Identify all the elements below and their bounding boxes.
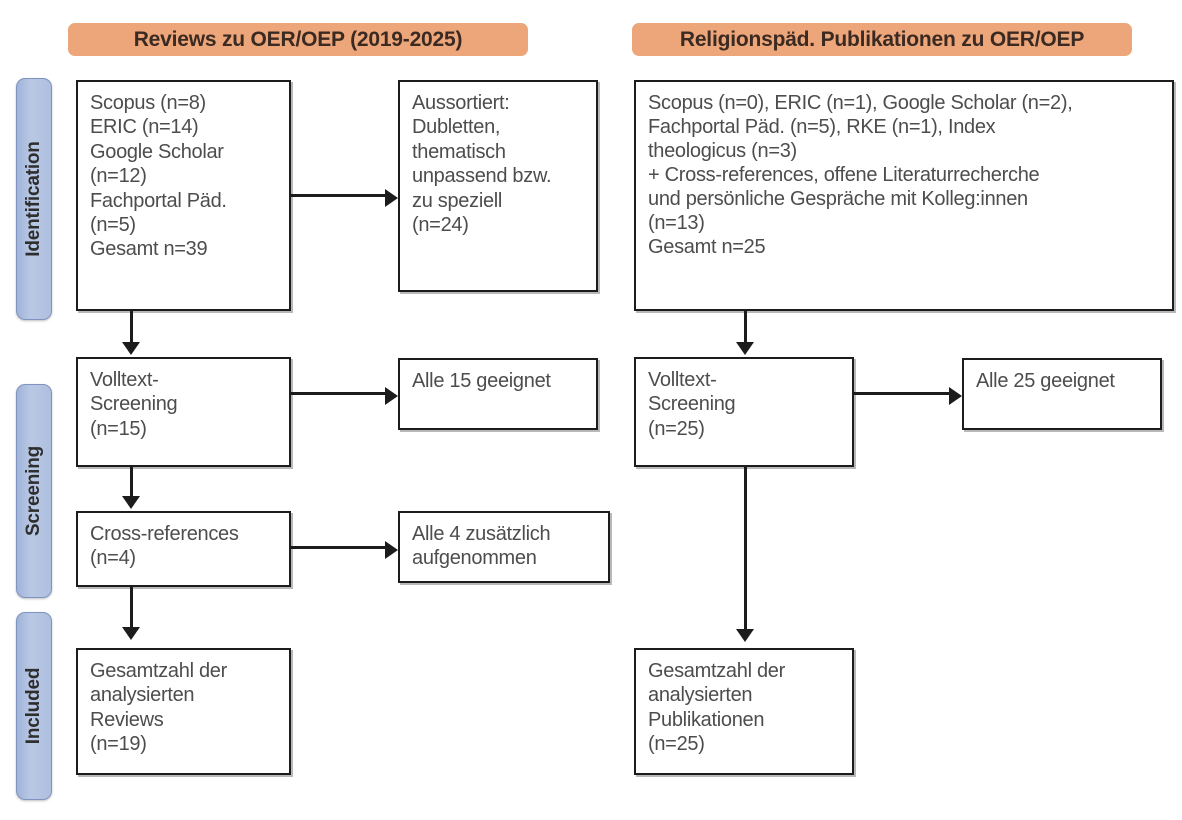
- box-left-sources: Scopus (n=8) ERIC (n=14) Google Scholar …: [76, 80, 291, 311]
- connector-left-sources-to-excluded: [291, 194, 385, 197]
- box-left-fulltext-screening: Volltext- Screening (n=15): [76, 357, 291, 467]
- arrowhead-left-crossrefs-to-result: [385, 541, 398, 559]
- arrowhead-left-sources-to-excluded: [385, 189, 398, 207]
- box-left-crossrefs: Cross-references (n=4): [76, 511, 291, 587]
- arrowhead-right-fulltext-to-result: [949, 387, 962, 405]
- arrowhead-left-sources-to-fulltext: [122, 342, 140, 355]
- arrowhead-left-fulltext-to-result: [385, 387, 398, 405]
- connector-left-crossrefs-to-included: [130, 587, 133, 629]
- box-right-sources: Scopus (n=0), ERIC (n=1), Google Scholar…: [634, 80, 1174, 311]
- arrowhead-left-crossrefs-to-included: [122, 627, 140, 640]
- column-header-left: Reviews zu OER/OEP (2019-2025): [68, 23, 528, 56]
- box-left-excluded: Aussortiert: Dubletten, thematisch unpas…: [398, 80, 598, 292]
- stage-bar-identification: Identification: [16, 78, 52, 320]
- arrowhead-right-sources-to-fulltext: [736, 342, 754, 355]
- box-left-crossrefs-result: Alle 4 zusätzlich aufgenommen: [398, 511, 610, 583]
- column-header-right: Religionspäd. Publikationen zu OER/OEP: [632, 23, 1132, 56]
- stage-label-identification: Identification: [23, 141, 44, 257]
- connector-left-fulltext-to-crossrefs: [130, 467, 133, 498]
- box-left-included-total: Gesamtzahl der analysierten Reviews (n=1…: [76, 648, 291, 775]
- box-right-included-total: Gesamtzahl der analysierten Publikatione…: [634, 648, 854, 775]
- connector-left-sources-to-fulltext: [130, 311, 133, 344]
- arrowhead-right-fulltext-to-included: [736, 629, 754, 642]
- connector-right-sources-to-fulltext: [744, 311, 747, 344]
- connector-right-fulltext-to-included: [744, 467, 747, 631]
- connector-left-fulltext-to-result: [291, 392, 385, 395]
- connector-left-crossrefs-to-result: [291, 546, 385, 549]
- box-right-fulltext-screening: Volltext- Screening (n=25): [634, 357, 854, 467]
- connector-right-fulltext-to-result: [854, 392, 949, 395]
- box-left-fulltext-result: Alle 15 geeignet: [398, 358, 598, 430]
- box-right-fulltext-result: Alle 25 geeignet: [962, 358, 1162, 430]
- arrowhead-left-fulltext-to-crossrefs: [122, 496, 140, 509]
- stage-bar-included: Included: [16, 612, 52, 800]
- stage-label-screening: Screening: [23, 445, 44, 537]
- stage-bar-screening: Screening: [16, 384, 52, 598]
- stage-label-included: Included: [23, 667, 44, 745]
